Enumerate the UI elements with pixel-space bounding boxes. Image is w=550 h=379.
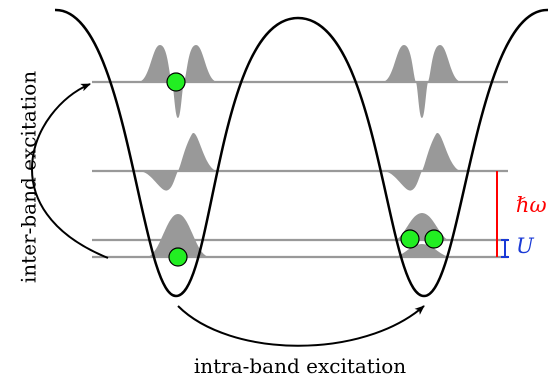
wavefunction-right-second-excited bbox=[382, 45, 462, 118]
hbar-omega-label: ℏω bbox=[516, 193, 547, 217]
u-label: U bbox=[516, 234, 535, 258]
inter-band-arrow bbox=[31, 83, 109, 259]
wavefunction-right-ground bbox=[392, 244, 452, 257]
particle-left-second-excited bbox=[166, 72, 186, 92]
intra-band-label: intra-band excitation bbox=[194, 354, 406, 378]
particle-right-ground-plus-u-1 bbox=[400, 229, 420, 249]
wavefunction-left-first-excited bbox=[138, 133, 218, 191]
inter-band-label: inter-band excitation bbox=[17, 71, 41, 283]
particle-left-ground bbox=[168, 247, 188, 267]
wavefunction-left-ground bbox=[146, 214, 210, 257]
wavefunction-left-second-excited bbox=[138, 45, 218, 118]
u-marker bbox=[501, 239, 509, 258]
intra-band-arrow bbox=[177, 305, 425, 347]
wavefunction-right-first-excited bbox=[382, 133, 462, 191]
potential-curve bbox=[54, 8, 549, 298]
particle-right-ground-plus-u-2 bbox=[424, 229, 444, 249]
